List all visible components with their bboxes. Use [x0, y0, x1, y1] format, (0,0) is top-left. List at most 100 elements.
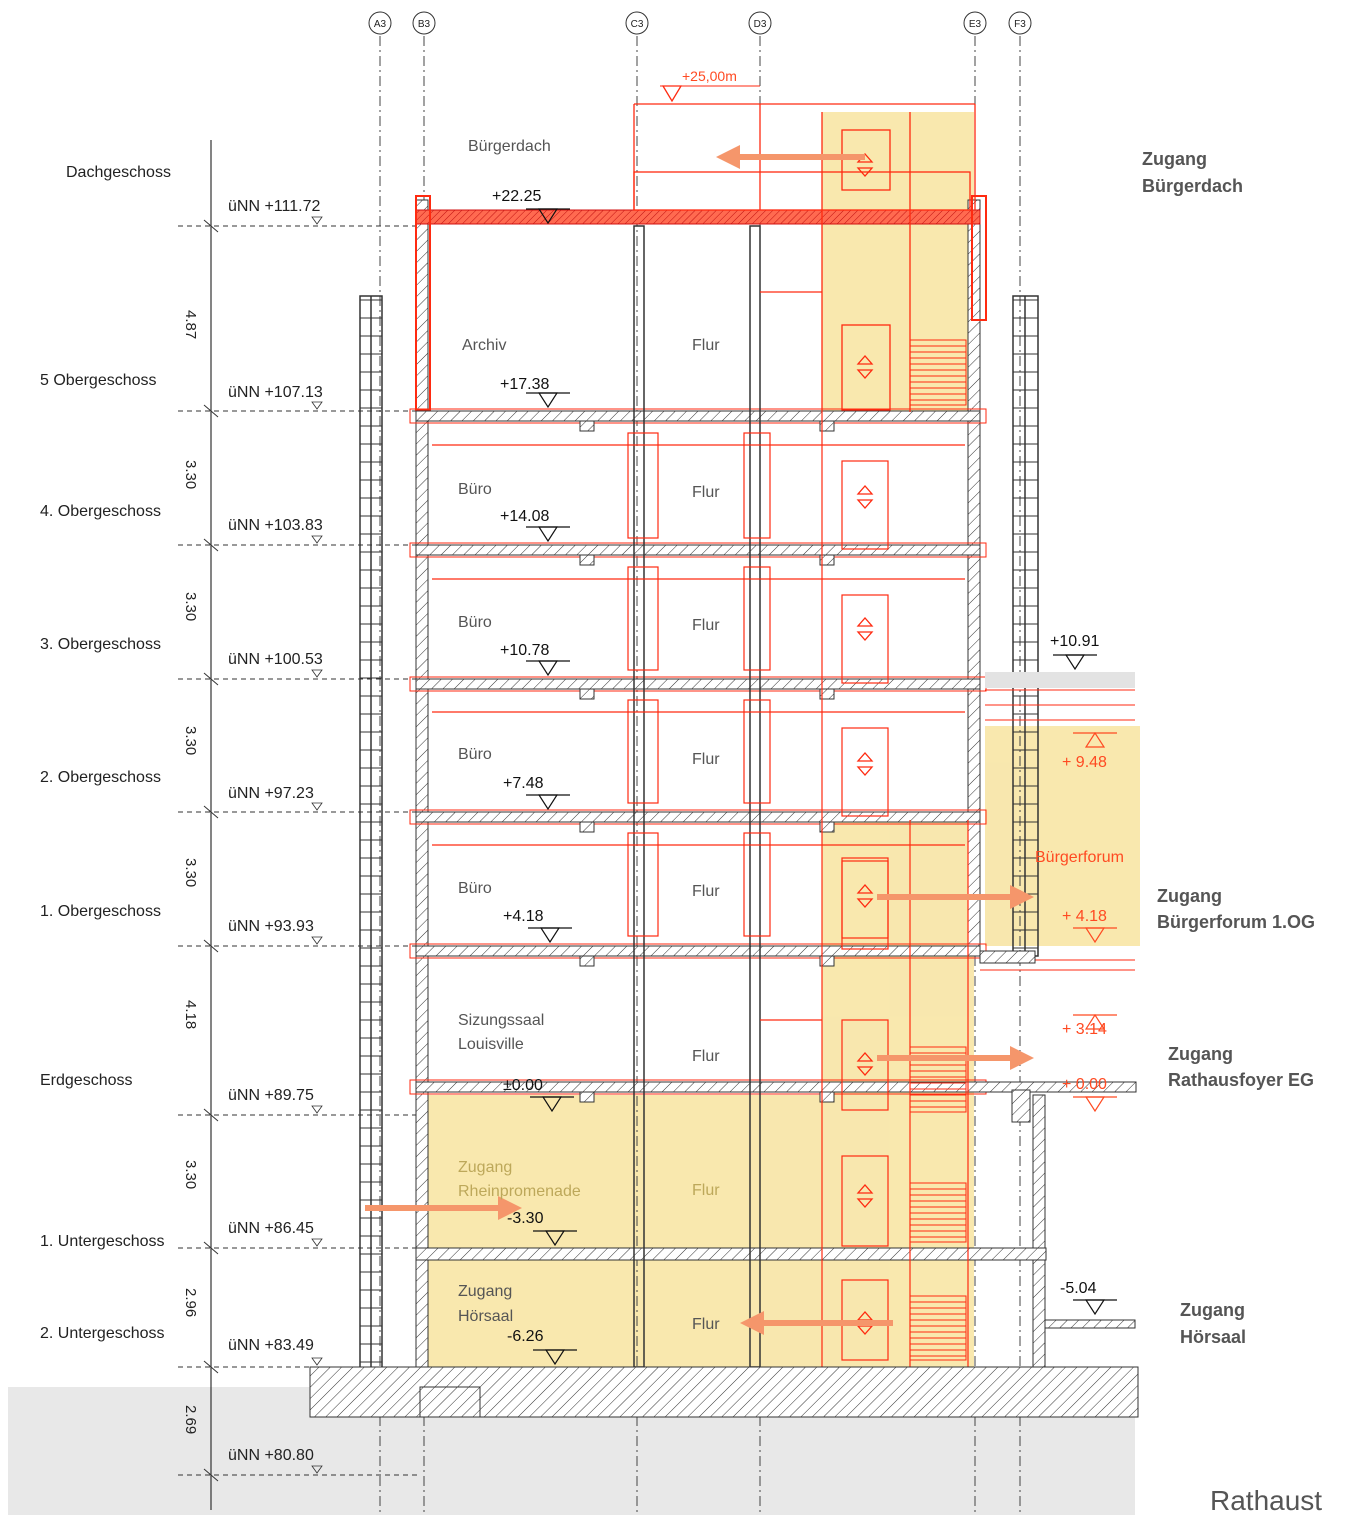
nn-label: üNN +107.13: [228, 384, 323, 401]
beam: [579, 420, 595, 432]
highlight-zones: [428, 112, 1140, 1387]
axis-bubble: [412, 11, 436, 35]
elevation-label: +14.08: [500, 508, 549, 525]
axis-bubble: [1008, 11, 1032, 35]
elevator-down-icon: [856, 631, 874, 641]
elevator-down-icon: [856, 1066, 874, 1076]
height-value: 3.30: [182, 858, 199, 887]
floor-label: 5 Obergeschoss: [40, 372, 157, 389]
floor-labels: Dachgeschoss 5 Obergeschoss 4. Obergesch…: [40, 164, 171, 1342]
red-partition: [627, 699, 659, 804]
access-label: Zugang: [1142, 149, 1207, 169]
elevation-labels: +22.25 +17.38 +14.08 +10.78 +7.48 +4.18 …: [492, 188, 549, 1345]
elevator-up-icon: [856, 884, 874, 894]
height-value: 3.30: [182, 460, 199, 489]
nn-label: üNN +80.80: [228, 1447, 314, 1464]
elevation-label-red: + 0.00: [1062, 1076, 1107, 1093]
red-partition: [743, 566, 771, 671]
nn-marker-icon: [311, 216, 323, 225]
room-label-hoersaal: Hörsaal: [458, 1308, 513, 1325]
axis-label: B3: [418, 19, 431, 30]
top-marker-label: +25,00m: [682, 68, 737, 84]
axis-bubble: [625, 11, 649, 35]
foundation: [309, 1366, 1139, 1418]
room-label-saal: Sizungssaal: [458, 1012, 544, 1029]
beam: [819, 688, 835, 700]
elevator-up-icon: [856, 485, 874, 495]
floor-label: 3. Obergeschoss: [40, 636, 161, 653]
access-label: Bürgerforum 1.OG: [1157, 912, 1315, 932]
elevator-frame: [841, 1019, 889, 1111]
elevation-label: +4.18: [503, 908, 544, 925]
nn-marker-icon: [311, 1105, 323, 1114]
slab-outline: [409, 408, 987, 424]
nn-label: üNN +83.49: [228, 1337, 314, 1354]
level-marker-icon: [537, 794, 559, 811]
nn-marker-icon: [311, 401, 323, 410]
nn-label: üNN +111.72: [228, 198, 320, 215]
slab-outline: [409, 542, 987, 558]
stair-flight: [909, 339, 967, 406]
floor-slab: [415, 410, 981, 422]
elevation-label-red: + 3.14: [1062, 1021, 1107, 1038]
floor-label: 2. Obergeschoss: [40, 769, 161, 786]
level-marker-icon: [1084, 1096, 1106, 1113]
room-label-flur: Flur: [692, 1182, 720, 1199]
room-label-hoersaal: Zugang: [458, 1283, 512, 1300]
corner-title: Rathaust: [1210, 1485, 1322, 1515]
elevation-label: +10.78: [500, 642, 549, 659]
beam: [819, 420, 835, 432]
elevator-down-icon: [856, 499, 874, 509]
elevator-frame: [841, 727, 889, 817]
room-label-flur: Flur: [692, 484, 720, 501]
access-label: Zugang: [1180, 1300, 1245, 1320]
elevator-down-icon: [856, 167, 874, 177]
nn-marker-icon: [311, 1238, 323, 1247]
elevation-label-red: + 4.18: [1062, 908, 1107, 925]
elevator-up-icon: [856, 1184, 874, 1194]
floor-slab: [415, 544, 981, 556]
elevator-down-icon: [856, 369, 874, 379]
elevator-up-icon: [856, 617, 874, 627]
red-partition: [743, 432, 771, 539]
access-label: Hörsaal: [1180, 1327, 1246, 1347]
beam: [819, 554, 835, 566]
height-value: 3.30: [182, 1160, 199, 1189]
elevator-down-icon: [856, 766, 874, 776]
beam: [819, 821, 835, 833]
nn-label: üNN +86.45: [228, 1220, 314, 1237]
room-label-flur: Flur: [692, 883, 720, 900]
buergerforum-label: Bürgerforum: [1035, 849, 1124, 866]
level-marker-icon: [537, 392, 559, 409]
level-marker-icon: [1084, 1013, 1106, 1030]
height-value: 4.87: [182, 310, 199, 339]
floor-slab: [415, 1081, 1137, 1093]
red-partition: [743, 832, 771, 937]
red-partition: [627, 566, 659, 671]
floor-slab: [415, 811, 981, 823]
axis-label: E3: [969, 19, 982, 30]
annex-structure: [979, 950, 1136, 1329]
red-partition: [743, 699, 771, 804]
room-label-buero: Büro: [458, 481, 492, 498]
top-marker: +25,00m: [660, 68, 760, 103]
floor-label: 1. Obergeschoss: [40, 903, 161, 920]
nn-marker-icon: [311, 535, 323, 544]
elevator-down-icon: [856, 1198, 874, 1208]
level-marker-icon: [1084, 1299, 1106, 1316]
elevation-label: +7.48: [503, 775, 544, 792]
room-label-buero: Büro: [458, 880, 492, 897]
elevator-frame: [841, 460, 889, 550]
level-marker-icon: [1084, 731, 1106, 748]
access-label: Zugang: [1168, 1044, 1233, 1064]
level-marker-icon: [537, 526, 559, 543]
room-label-rhein: Rheinpromenade: [458, 1183, 581, 1200]
elevation-label: -6.26: [507, 1328, 544, 1345]
room-label-flur: Flur: [692, 751, 720, 768]
elevation-label: ±0.00: [503, 1077, 543, 1094]
room-label-archiv: Archiv: [462, 337, 506, 354]
floor-label: Dachgeschoss: [66, 164, 171, 181]
beam: [579, 821, 595, 833]
elevation-label: +22.25: [492, 188, 541, 205]
